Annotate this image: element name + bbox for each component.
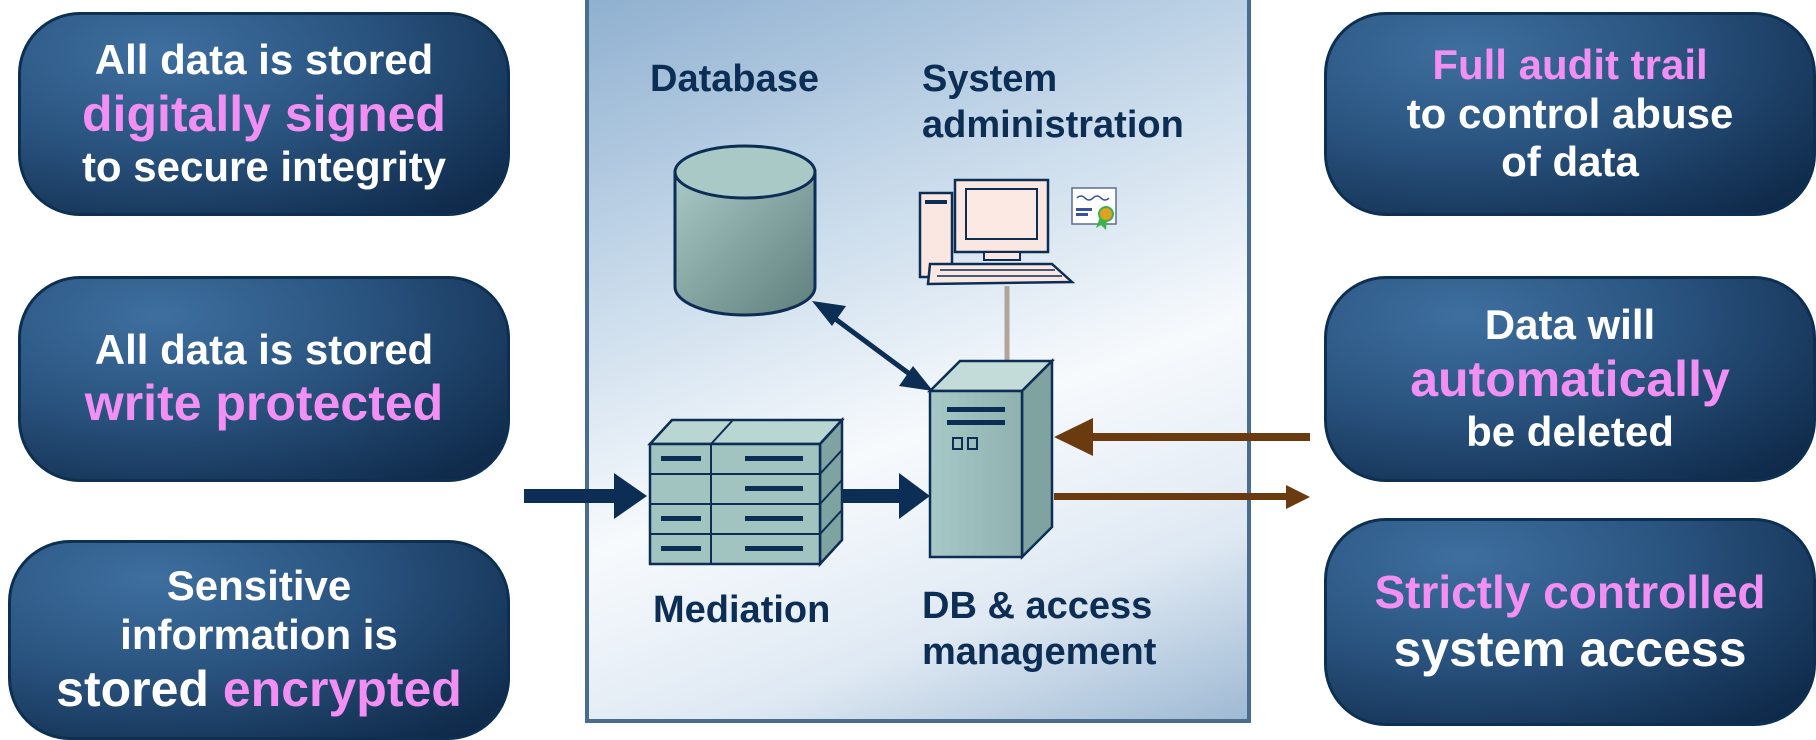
- highlight-text: Full audit trail: [1432, 40, 1708, 88]
- highlight-text: digitally signed: [82, 86, 446, 142]
- highlight-text: write protected: [84, 375, 444, 432]
- mediation-rack-icon: [647, 416, 845, 568]
- database-label: Database: [650, 58, 819, 100]
- box-text-line: stored encrypted: [56, 660, 462, 718]
- box-text: Sensitive: [166, 562, 352, 610]
- box-text-line: to control abuse: [1407, 90, 1734, 139]
- box-text-line: system access: [1393, 620, 1746, 678]
- highlight-text: encrypted: [222, 660, 462, 717]
- dbaccess-label-line2: management: [922, 630, 1157, 673]
- box-text-line: All data is stored: [95, 326, 433, 375]
- incoming-brown-arrow: [1054, 418, 1310, 456]
- computer-icon: [918, 178, 1076, 286]
- box-text: All data is stored: [94, 36, 434, 84]
- box-text: system access: [1393, 620, 1747, 677]
- box-text-line: All data is stored: [95, 36, 433, 85]
- input-arrow: [524, 473, 647, 519]
- outgoing-brown-arrow: [1054, 485, 1310, 509]
- box-text: of data: [1501, 138, 1639, 186]
- box-text-line: to secure integrity: [82, 143, 446, 192]
- box-text-line: automatically: [1410, 350, 1730, 408]
- highlight-text: Strictly controlled: [1374, 566, 1766, 619]
- mediation-label: Mediation: [653, 589, 831, 631]
- sysadmin-label-line2: administration: [922, 103, 1184, 146]
- box-text-line: write protected: [85, 374, 443, 432]
- dbaccess-label-line1: DB & access: [922, 585, 1153, 627]
- sysadmin-label-line1: System: [922, 58, 1058, 100]
- database-icon: [673, 144, 817, 317]
- dbaccess-label: DB & access management: [922, 584, 1156, 675]
- box-text-line: Sensitive: [167, 562, 351, 611]
- db-server-arrow: [812, 301, 933, 391]
- box-text: stored: [56, 660, 223, 717]
- highlight-text: automatically: [1410, 351, 1730, 407]
- box-text: to secure integrity: [81, 143, 447, 190]
- sysadmin-label: System administration: [922, 57, 1184, 148]
- box-text-line: digitally signed: [82, 85, 446, 143]
- mediation-server-arrow: [843, 473, 930, 519]
- box-text-line: Data will: [1485, 301, 1655, 350]
- box-text-line: be deleted: [1466, 408, 1674, 457]
- box-text-line: Full audit trail: [1432, 41, 1707, 90]
- center-panel: [585, 0, 1251, 723]
- box-text: be deleted: [1466, 408, 1674, 455]
- box-text-line: Strictly controlled: [1374, 566, 1765, 619]
- box-text-line: of data: [1501, 138, 1639, 187]
- box-text: Data will: [1484, 301, 1656, 349]
- server-tower-icon: [926, 357, 1056, 561]
- box-text: to control abuse: [1406, 89, 1734, 137]
- certificate-icon: [1071, 187, 1117, 230]
- box-text-line: information is: [120, 611, 398, 660]
- box-text: All data is stored: [94, 325, 434, 373]
- box-text: information is: [120, 611, 398, 658]
